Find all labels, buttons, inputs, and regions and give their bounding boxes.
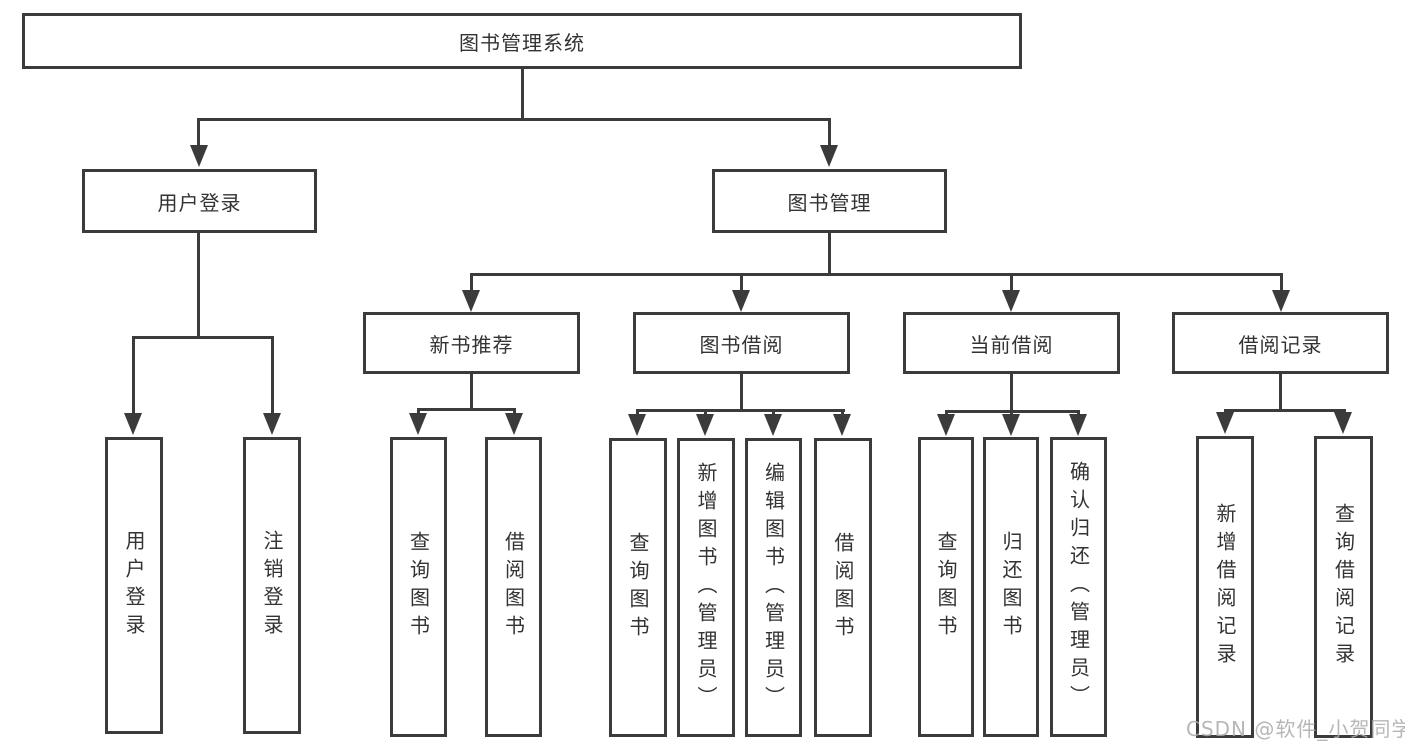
node-book-borrow-label: 图书借阅 bbox=[699, 332, 784, 357]
leaf-confirm-return-admin: 确认归还（管理员） bbox=[1050, 437, 1107, 737]
arrow-down-icon bbox=[190, 145, 208, 167]
connector-records-stem bbox=[1279, 374, 1282, 411]
leaf-return-book-label: 归还图书 bbox=[999, 531, 1023, 643]
leaf-newrec-query-book: 查询图书 bbox=[390, 437, 447, 737]
arrow-down-icon bbox=[505, 413, 523, 435]
arrow-down-icon bbox=[732, 290, 750, 312]
leaf-borrow-query-book-label: 查询图书 bbox=[626, 531, 650, 644]
leaf-add-book-admin: 新增图书（管理员） bbox=[677, 438, 735, 737]
arrow-down-icon bbox=[1069, 414, 1087, 436]
arrow-down-icon bbox=[833, 414, 851, 436]
connector-records-drop bbox=[1280, 273, 1283, 293]
connector-borrow-drop bbox=[740, 273, 743, 293]
node-new-book-rec: 新书推荐 bbox=[363, 312, 580, 374]
leaf-logout-label: 注销登录 bbox=[260, 529, 284, 642]
node-book-borrow: 图书借阅 bbox=[633, 312, 850, 374]
connector-mgmt-stem bbox=[828, 233, 831, 275]
node-new-book-rec-label: 新书推荐 bbox=[429, 332, 514, 357]
leaf-add-borrow-record: 新增借阅记录 bbox=[1196, 436, 1254, 738]
csdn-watermark: CSDN @软件_小贺同学 bbox=[1186, 717, 1405, 741]
leaf-newrec-borrow-book-label: 借阅图书 bbox=[501, 531, 526, 643]
leaf-borrow-query-book: 查询图书 bbox=[609, 438, 667, 737]
leaf-borrow-book-label: 借阅图书 bbox=[831, 531, 855, 644]
connector-newrec-stem bbox=[470, 374, 473, 410]
leaf-user-login-label: 用户登录 bbox=[122, 529, 146, 642]
connector-root-span bbox=[197, 118, 831, 121]
connector-login-stem bbox=[197, 233, 200, 338]
leaf-current-query-book-label: 查询图书 bbox=[934, 531, 958, 643]
arrow-down-icon bbox=[628, 414, 646, 436]
connector-newrec-drop bbox=[470, 273, 473, 293]
connector-borrow-stem bbox=[740, 374, 743, 411]
arrow-down-icon bbox=[1002, 290, 1020, 312]
arrow-down-icon bbox=[263, 413, 281, 435]
arrow-down-icon bbox=[820, 145, 838, 167]
connector-current-drop bbox=[1010, 273, 1013, 293]
node-root: 图书管理系统 bbox=[22, 13, 1022, 69]
connector-login-child1-drop bbox=[132, 336, 135, 416]
node-user-login-label: 用户登录 bbox=[157, 190, 242, 215]
leaf-query-borrow-record: 查询借阅记录 bbox=[1314, 436, 1373, 738]
leaf-newrec-borrow-book: 借阅图书 bbox=[485, 437, 542, 737]
connector-records-span bbox=[1224, 409, 1346, 412]
arrow-down-icon bbox=[1272, 290, 1290, 312]
leaf-edit-book-admin: 编辑图书（管理员） bbox=[745, 438, 802, 737]
connector-book-mgmt-drop bbox=[828, 118, 831, 148]
arrow-down-icon bbox=[696, 414, 714, 436]
arrow-down-icon bbox=[1216, 412, 1234, 434]
connector-current-stem bbox=[1010, 374, 1013, 412]
node-borrow-records: 借阅记录 bbox=[1172, 312, 1389, 374]
leaf-newrec-query-book-label: 查询图书 bbox=[406, 531, 431, 643]
leaf-user-login: 用户登录 bbox=[105, 437, 163, 734]
leaf-current-query-book: 查询图书 bbox=[918, 437, 974, 737]
leaf-confirm-return-admin-label: 确认归还（管理员） bbox=[1066, 461, 1091, 713]
connector-login-span bbox=[132, 336, 274, 339]
connector-root-stem bbox=[521, 69, 524, 118]
node-current-borrow-label: 当前借阅 bbox=[969, 332, 1054, 357]
arrow-down-icon bbox=[1334, 412, 1352, 434]
connector-login-child2-drop bbox=[271, 336, 274, 416]
connector-newrec-span bbox=[417, 408, 516, 411]
node-root-label: 图书管理系统 bbox=[459, 30, 585, 55]
node-user-login: 用户登录 bbox=[82, 169, 317, 233]
arrow-down-icon bbox=[124, 413, 142, 435]
node-book-mgmt-label: 图书管理 bbox=[787, 190, 872, 215]
arrow-down-icon bbox=[462, 290, 480, 312]
arrow-down-icon bbox=[409, 413, 427, 435]
node-borrow-records-label: 借阅记录 bbox=[1238, 332, 1323, 357]
connector-borrow-span bbox=[636, 409, 845, 412]
leaf-logout: 注销登录 bbox=[243, 437, 301, 734]
leaf-borrow-book: 借阅图书 bbox=[814, 438, 872, 737]
connector-user-login-drop bbox=[197, 118, 200, 148]
leaf-add-borrow-record-label: 新增借阅记录 bbox=[1213, 503, 1237, 671]
arrow-down-icon bbox=[937, 414, 955, 436]
leaf-edit-book-admin-label: 编辑图书（管理员） bbox=[761, 461, 786, 714]
node-current-borrow: 当前借阅 bbox=[903, 312, 1120, 374]
leaf-add-book-admin-label: 新增图书（管理员） bbox=[694, 461, 718, 714]
leaf-query-borrow-record-label: 查询借阅记录 bbox=[1331, 503, 1356, 671]
arrow-down-icon bbox=[1002, 414, 1020, 436]
leaf-return-book: 归还图书 bbox=[983, 437, 1039, 737]
node-book-mgmt: 图书管理 bbox=[712, 169, 947, 233]
arrow-down-icon bbox=[764, 414, 782, 436]
connector-mgmt-span bbox=[470, 273, 1283, 276]
